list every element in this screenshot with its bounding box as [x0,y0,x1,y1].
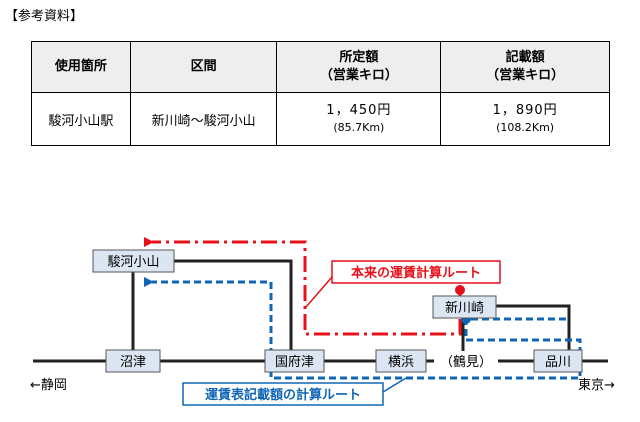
station-yokohama: 横浜 [375,349,427,373]
cell-location: 駿河小山駅 [31,92,131,146]
rail-lines [33,259,608,363]
listed-route-leader [382,377,407,393]
fare-table: 使用箇所 区間 所定額 （営業キロ） 記載額 （営業キロ） 駿河小山駅 新川崎～… [31,41,610,146]
prescribed-km: (85.7Km) [333,121,385,134]
station-surugaoyama: 駿河小山 [92,249,175,273]
station-tsurumi: （鶴見） [434,351,498,371]
cell-listed: 1，890円 (108.2Km) [440,92,610,146]
header-prescribed: 所定額 （営業キロ） [276,41,442,93]
legend-listed-route-label: 運賃表記載額の計算ルート [205,387,361,403]
direction-tokyo: 東京→ [578,377,615,393]
station-label: （鶴見） [440,354,492,370]
station-label: 駿河小山 [107,255,159,270]
station-shinagawa: 品川 [533,349,583,373]
listed-km: (108.2Km) [496,121,555,134]
legend-original-route: 本来の運賃計算ルート [331,260,501,284]
station-label: 品川 [545,355,571,370]
table-header-row: 使用箇所 区間 所定額 （営業キロ） 記載額 （営業キロ） [31,41,610,93]
station-label: 沼津 [120,355,146,370]
listed-amount: 1，890円 [492,103,558,118]
shinkawasaki-shinagawa-line [463,304,571,361]
station-label: 国府津 [275,355,314,370]
cell-section: 新川崎～駿河小山 [129,92,278,146]
legend-listed-route: 運賃表記載額の計算ルート [182,382,384,406]
original-fare-route [144,237,462,336]
station-label: 横浜 [388,355,414,370]
listed-fare-route [144,277,582,380]
header-prescribed-sub: （営業キロ） [319,68,398,83]
legend-original-route-label: 本来の運賃計算ルート [351,265,481,281]
gotemba-line [131,259,293,361]
page-heading: 【参考資料】 [5,9,84,24]
header-listed-title: 記載額 [505,50,545,65]
station-numazu: 沼津 [105,349,161,373]
original-route-start-dot [455,285,465,295]
cell-prescribed: 1，450円 (85.7Km) [276,92,442,146]
direction-shizuoka: ←静岡 [30,378,67,393]
header-prescribed-title: 所定額 [339,50,379,65]
station-kozu: 国府津 [264,349,325,373]
prescribed-amount: 1，450円 [326,103,392,118]
station-shinkawasaki: 新川崎 [432,295,497,319]
header-listed: 記載額 （営業キロ） [440,41,610,93]
header-location: 使用箇所 [31,41,131,93]
station-label: 新川崎 [445,300,484,316]
header-section: 区間 [129,41,278,93]
table-row: 駿河小山駅 新川崎～駿河小山 1，450円 (85.7Km) 1，890円 (1… [31,92,610,146]
header-listed-sub: （営業キロ） [486,68,565,83]
original-route-leader [305,276,333,308]
